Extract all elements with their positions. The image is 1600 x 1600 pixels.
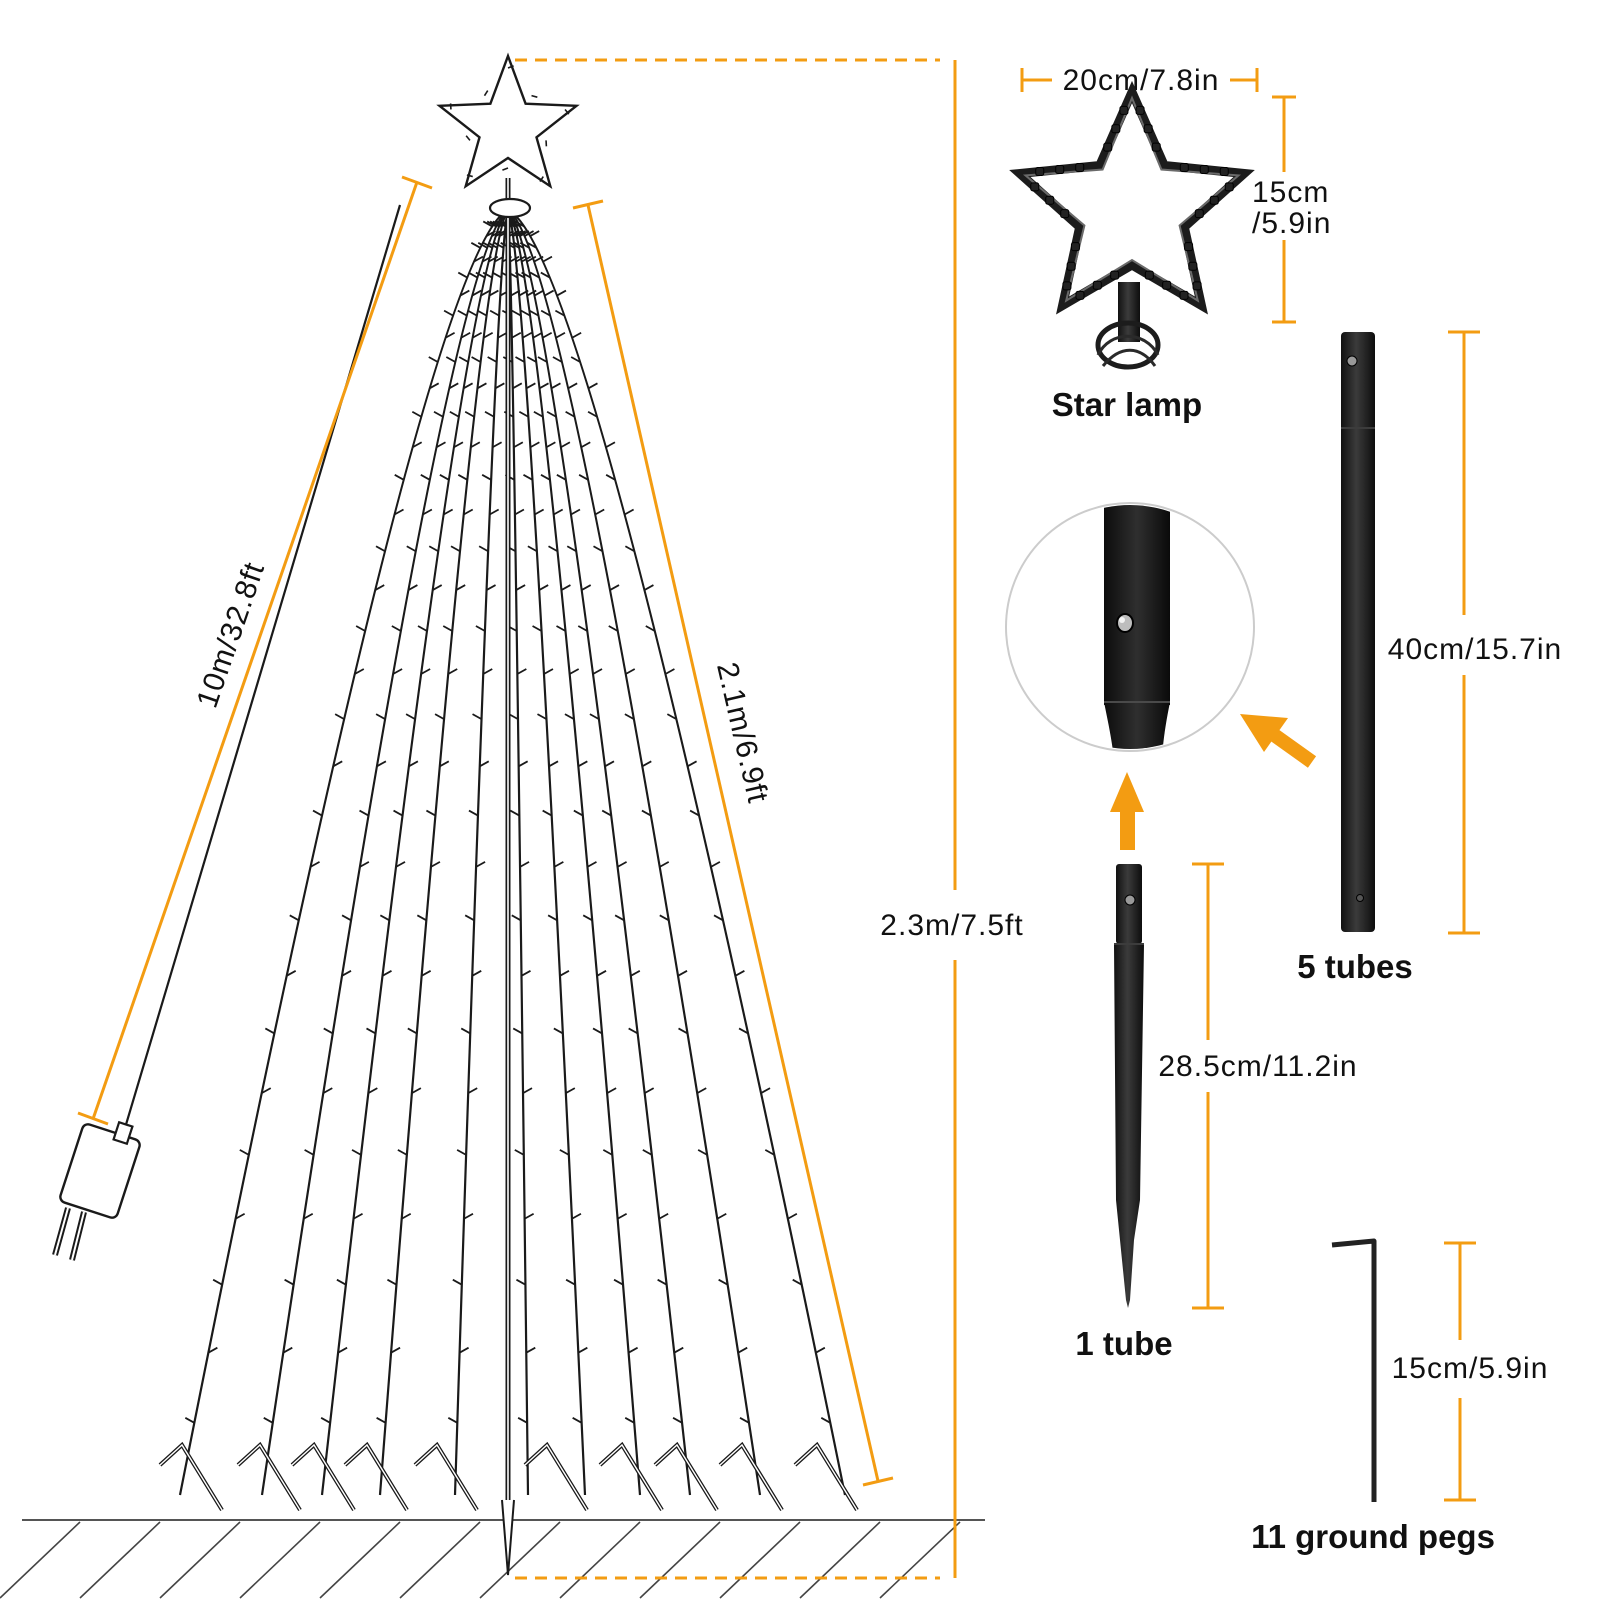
star-lamp: 20cm/7.8in 15cm /5.9in Star lamp — [1009, 64, 1331, 423]
plug-icon — [52, 204, 402, 1261]
arrow-up-icon — [1110, 772, 1144, 850]
stake-caption: 1 tube — [1075, 1325, 1172, 1362]
stake-length-label: 28.5cm/11.2in — [1158, 1050, 1357, 1083]
star-width-label: 20cm/7.8in — [1063, 64, 1220, 97]
tube-icon — [1341, 332, 1375, 932]
tubes-caption: 5 tubes — [1297, 948, 1413, 985]
arrow-left-icon — [1240, 714, 1317, 768]
peg-length-dimension: 15cm/5.9in — [1392, 1241, 1549, 1502]
strand-length-dimension: 2.1m/6.9ft — [572, 199, 894, 1487]
tube-length-label: 40cm/15.7in — [1388, 633, 1562, 666]
tree-light-strands — [178, 209, 847, 1496]
tube-length-dimension: 40cm/15.7in — [1388, 330, 1562, 935]
peg-icon — [1331, 1238, 1377, 1502]
peg-length-label: 15cm/5.9in — [1392, 1352, 1549, 1385]
cable-length-dimension: 10m/32.8ft — [77, 175, 433, 1126]
tree-star-icon — [436, 52, 580, 190]
star-lamp-icon — [1009, 80, 1255, 370]
star-height-label-2: /5.9in — [1252, 207, 1331, 240]
tube-joint-zoom — [1005, 502, 1255, 752]
total-height-dimension: 2.3m/7.5ft — [515, 58, 1023, 1580]
stake-length-dimension: 28.5cm/11.2in — [1158, 862, 1357, 1310]
star-lamp-caption: Star lamp — [1052, 386, 1202, 423]
tree-ground-pegs — [158, 1441, 859, 1512]
center-pole — [488, 178, 532, 1576]
ground — [0, 1519, 985, 1599]
star-height-label-1: 15cm — [1252, 176, 1329, 209]
stake-icon — [1114, 864, 1144, 1308]
pegs-caption: 11 ground pegs — [1251, 1518, 1495, 1555]
total-height-label: 2.3m/7.5ft — [880, 909, 1023, 942]
